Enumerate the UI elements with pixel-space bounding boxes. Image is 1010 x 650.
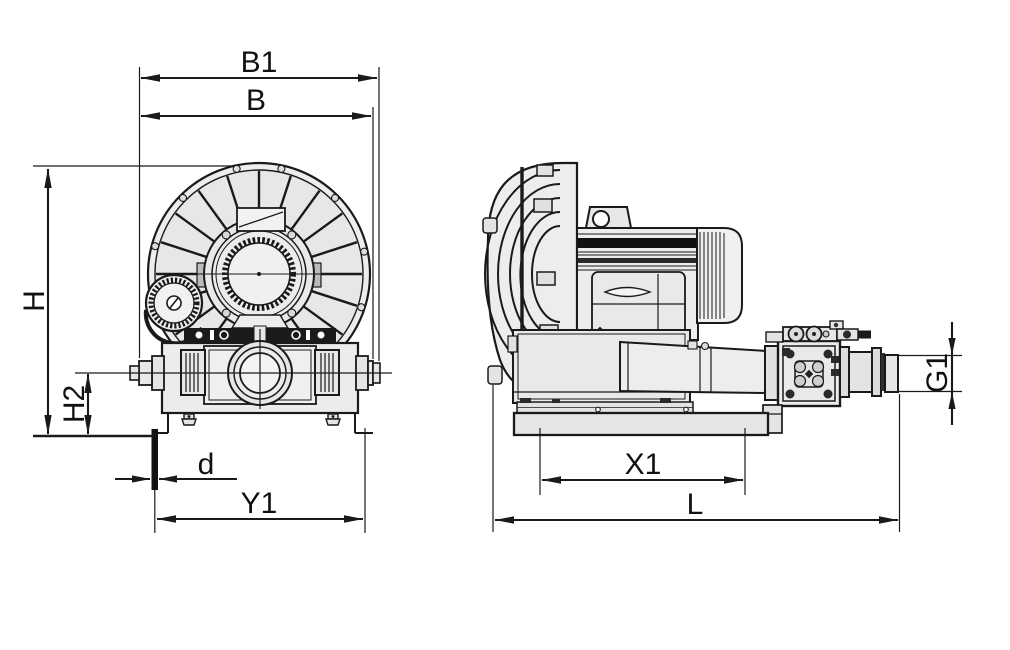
dim-L: L <box>492 385 901 532</box>
mounting-brackets-front <box>184 314 336 344</box>
dim-label-X1: X1 <box>625 448 662 481</box>
dim-label-Y1: Y1 <box>241 487 278 520</box>
nameplate <box>236 207 286 232</box>
fan-hub <box>197 218 322 330</box>
dim-G1: G1 <box>898 322 962 425</box>
silencer-box-front <box>75 329 392 415</box>
screw-slot-icon <box>166 295 182 311</box>
dim-label-B: B <box>246 84 266 117</box>
valve-inlet-flange <box>764 345 779 401</box>
dim-X1: X1 <box>539 428 746 495</box>
motor-fin-band-dark <box>578 238 697 248</box>
dim-B: B <box>140 84 374 359</box>
side-view <box>482 161 899 437</box>
dim-Y1: Y1 <box>154 428 366 533</box>
housing-tab-lower <box>487 365 503 385</box>
dim-label-L: L <box>687 488 704 521</box>
outlet-pipe <box>839 346 899 398</box>
housing-tab-upper <box>482 217 498 234</box>
rail-and-baseplate <box>512 398 770 437</box>
front-view <box>33 161 392 490</box>
valve-center-bolts <box>793 360 825 388</box>
motor-fins <box>578 233 697 271</box>
dim-H2: H2 <box>58 373 92 435</box>
discharge-pipe <box>619 340 768 395</box>
dim-H: H <box>18 165 233 435</box>
dimensions: B1 B H H2 d <box>18 46 962 533</box>
lifting-eye-bracket <box>583 206 634 234</box>
dim-label-d: d <box>198 448 215 481</box>
threaded-pipe-end <box>884 354 899 393</box>
foot-left <box>181 413 197 426</box>
baseplate <box>512 411 770 437</box>
feet-and-base-front <box>33 413 373 490</box>
motor-side <box>576 227 699 341</box>
dim-label-H2: H2 <box>58 385 91 423</box>
base-plate-edge <box>151 429 158 490</box>
valve-assembly <box>762 320 871 434</box>
dim-label-H: H <box>18 290 51 312</box>
valve-manifold <box>765 320 871 343</box>
cowl-fins <box>699 232 725 319</box>
motor-fin-band-dark2 <box>578 258 697 263</box>
dim-label-G1: G1 <box>921 353 954 393</box>
fan-cowl <box>696 227 743 324</box>
foot-right <box>325 413 341 426</box>
dim-B1: B1 <box>138 46 380 361</box>
dim-d: d <box>115 448 237 483</box>
dim-label-B1: B1 <box>241 46 278 79</box>
rib-clips <box>533 164 559 339</box>
